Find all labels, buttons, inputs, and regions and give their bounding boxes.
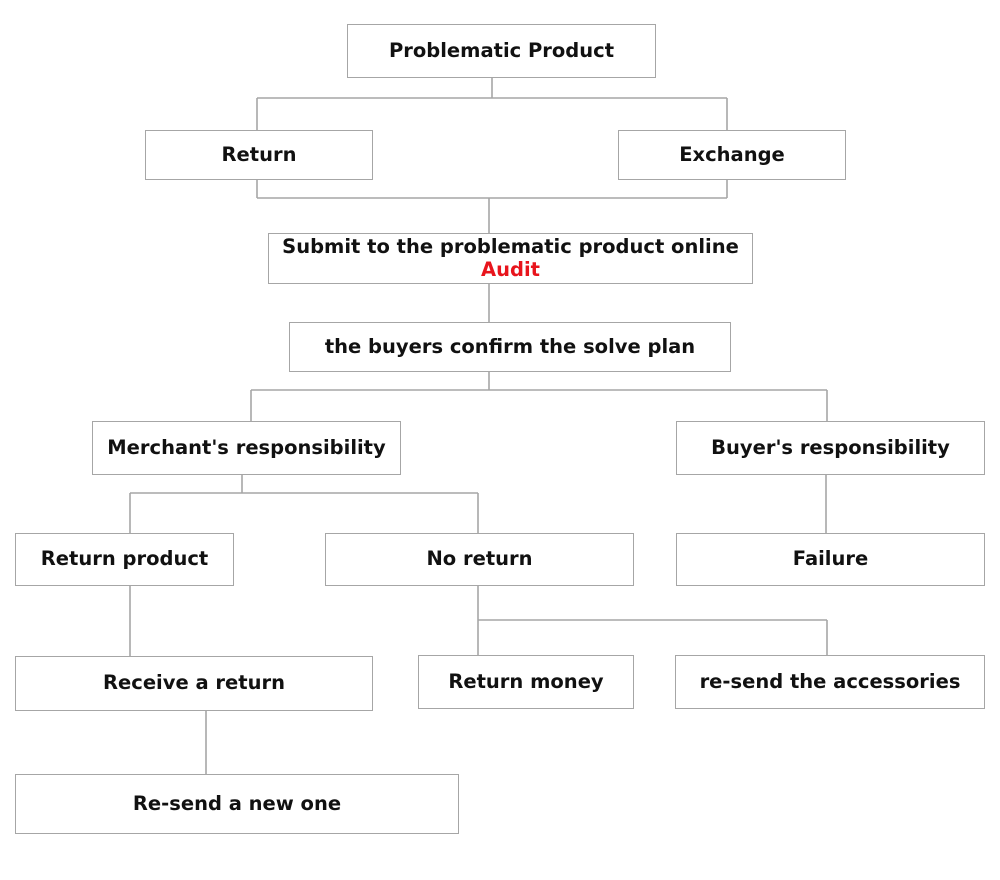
node-label: No return [426, 547, 533, 571]
node-problematic-product: Problematic Product [347, 24, 656, 78]
node-label: Return product [40, 547, 209, 571]
node-label: Buyer's responsibility [711, 435, 950, 459]
node-receive-a-return: Receive a return [15, 656, 373, 711]
node-label: Exchange [679, 142, 785, 166]
node-label: Return [221, 142, 297, 166]
node-return-product: Return product [15, 533, 234, 586]
node-label: Merchant's responsibility [107, 435, 386, 459]
node-no-return: No return [325, 533, 634, 586]
audit-label: Audit [481, 257, 540, 281]
node-label: Receive a return [103, 671, 285, 695]
node-buyers-confirm: the buyers confirm the solve plan [289, 322, 731, 372]
node-resend-accessories: re-send the accessories [675, 655, 985, 709]
node-label: Return money [448, 669, 604, 693]
node-label: the buyers confirm the solve plan [324, 334, 696, 358]
node-label: Problematic Product [388, 38, 615, 62]
node-resend-new-one: Re-send a new one [15, 774, 459, 834]
node-submit-online: Submit to the problematic product online… [268, 233, 753, 284]
node-return-money: Return money [418, 655, 634, 709]
node-label: Re-send a new one [132, 791, 342, 815]
node-exchange: Exchange [618, 130, 846, 180]
node-failure: Failure [676, 533, 985, 586]
node-label: Failure [792, 547, 869, 571]
node-label: re-send the accessories [699, 669, 961, 693]
node-buyer-responsibility: Buyer's responsibility [676, 421, 985, 475]
node-label: Submit to the problematic product online [282, 235, 739, 259]
node-merchant-responsibility: Merchant's responsibility [92, 421, 401, 475]
node-return: Return [145, 130, 373, 180]
